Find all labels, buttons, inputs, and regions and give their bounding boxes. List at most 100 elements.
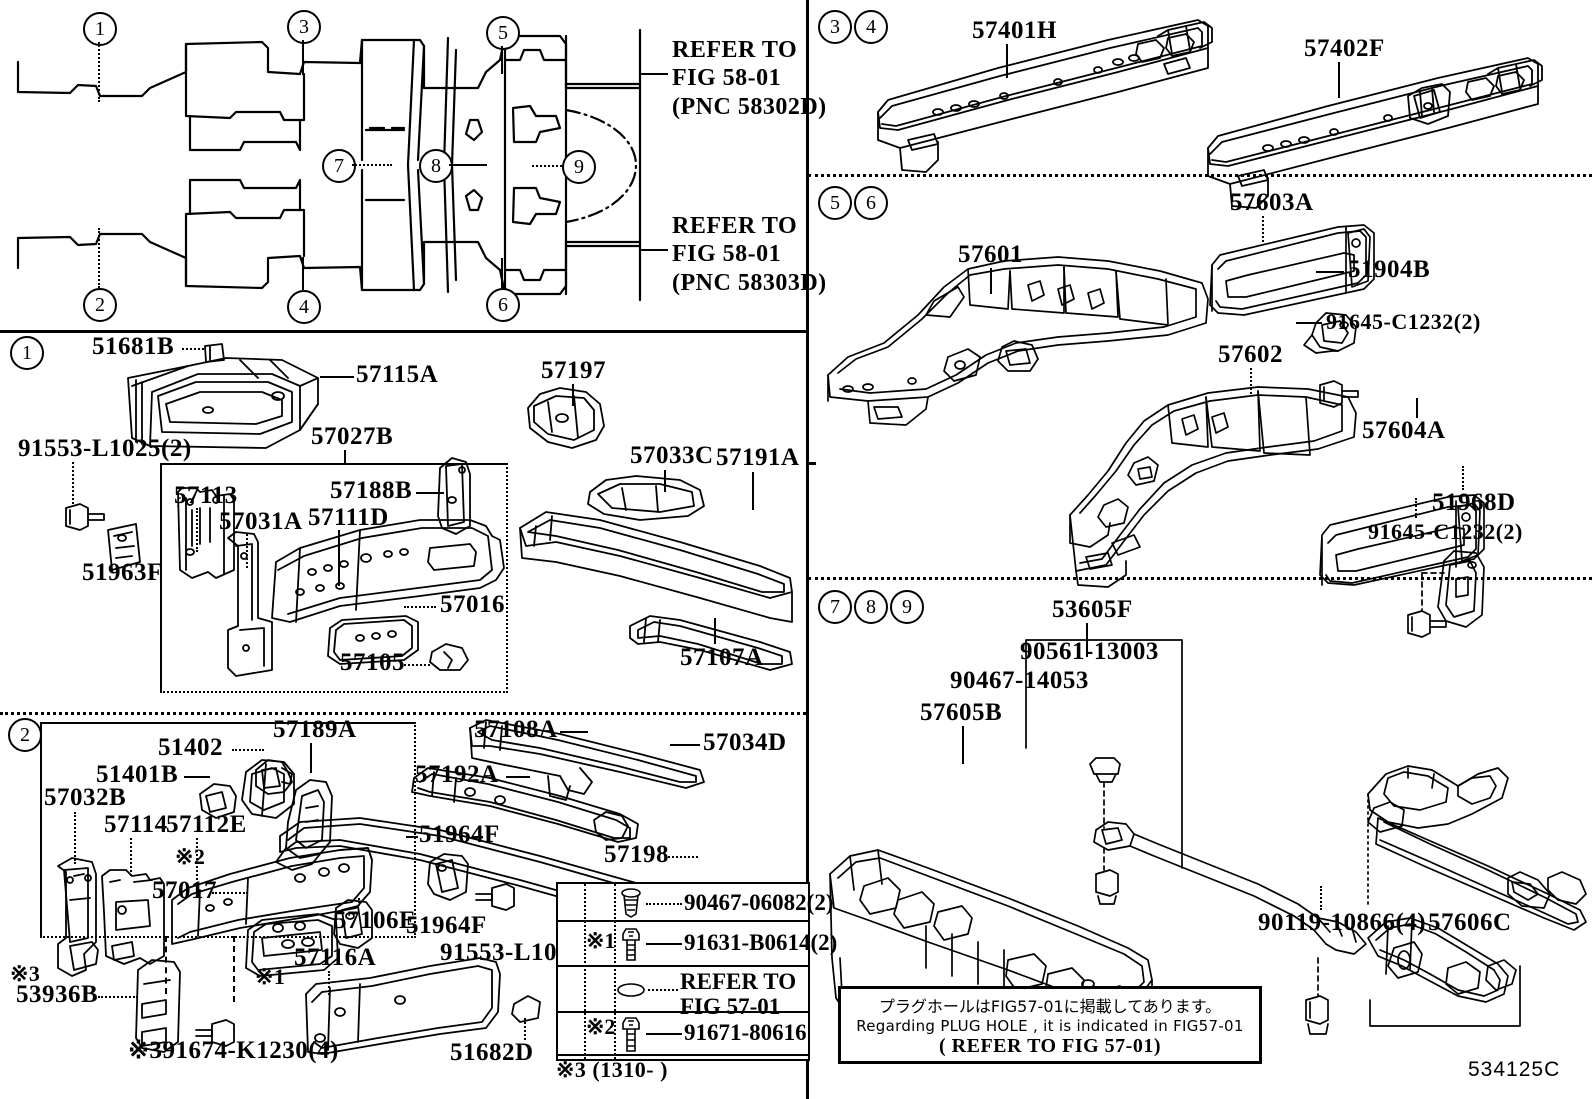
- panel1-callout[interactable]: 1: [10, 336, 44, 370]
- label-57031A: 57031A: [219, 508, 303, 535]
- overview-callout-8[interactable]: 8: [419, 149, 453, 183]
- plug-icon: [617, 983, 645, 997]
- leader-91553a: [72, 462, 74, 504]
- label-57112E: 57112E: [166, 811, 247, 838]
- leader-57106e: [358, 898, 360, 906]
- leader-57604a: [1416, 398, 1418, 418]
- leader-57116a: [328, 971, 330, 995]
- leader-57198: [668, 856, 698, 858]
- leader-57114: [130, 838, 132, 876]
- leader-57027b: [344, 450, 346, 464]
- label-57188B: 57188B: [330, 477, 413, 504]
- dash-57114-link: [165, 936, 167, 994]
- label-57115A: 57115A: [356, 361, 439, 388]
- right-divider-1: [808, 174, 1592, 177]
- mark-3-a: ※3: [10, 961, 41, 986]
- label-57016: 57016: [440, 591, 505, 618]
- label-51964F: 51964F: [406, 912, 487, 939]
- panel789-callout-8[interactable]: 8: [854, 590, 888, 624]
- dash-57112e-link: [233, 936, 235, 1002]
- label-57402F: 57402F: [1304, 35, 1385, 62]
- mark-1: ※1: [255, 964, 286, 989]
- panel34-callout-4[interactable]: 4: [854, 10, 888, 44]
- leader-51968d: [1462, 466, 1464, 490]
- label-57114: 57114: [104, 811, 168, 838]
- leader-57197: [572, 384, 574, 406]
- label-57116A: 57116A: [294, 944, 377, 971]
- leader-57017: [212, 892, 248, 894]
- label-51402: 51402: [158, 734, 223, 761]
- overview-callout-3[interactable]: 3: [287, 10, 321, 44]
- bolt-icon-2: [622, 1017, 640, 1052]
- panel56-callout-6[interactable]: 6: [854, 186, 888, 220]
- leader-90119: [1320, 886, 1322, 910]
- label-57111D: 57111D: [308, 504, 389, 531]
- label-57605B: 57605B: [920, 699, 1003, 726]
- leader-57112e: [196, 838, 198, 880]
- right-divider-2: [808, 577, 1592, 580]
- leader-57113: [196, 508, 198, 552]
- legend-leader-1: [646, 903, 682, 905]
- leader-57401h: [1006, 44, 1008, 78]
- refer-note-top: REFER TO FIG 58-01 (PNC 58302D): [672, 36, 827, 121]
- mark-3-b: ※3: [128, 1037, 163, 1064]
- legend-text-4: 91671-80616: [684, 1020, 807, 1045]
- label-57107A: 57107A: [680, 644, 764, 671]
- overview-callout-2[interactable]: 2: [83, 288, 117, 322]
- leader-57032b: [74, 812, 76, 864]
- label-53605F: 53605F: [1052, 596, 1133, 623]
- overview-callout-6[interactable]: 6: [486, 288, 520, 322]
- label-91645-C1232-b: 91645-C1232(2): [1368, 519, 1523, 544]
- panel2-callout[interactable]: 2: [8, 718, 42, 752]
- leader-57028b: [406, 836, 418, 838]
- legend-row-3: REFER TO FIG 57-01: [558, 967, 808, 1019]
- leader-51402: [232, 749, 264, 751]
- screw-icon: [621, 888, 641, 918]
- label-57189A: 57189A: [273, 716, 357, 743]
- note-mark-3: ※3 (1310- ): [556, 1057, 668, 1082]
- panel789-callout-9[interactable]: 9: [890, 590, 924, 624]
- panel56-callout-5[interactable]: 5: [818, 186, 852, 220]
- leader-57402f: [1338, 62, 1340, 98]
- refer-top-line1: REFER TO: [672, 37, 798, 63]
- overview-callout-9[interactable]: 9: [562, 150, 596, 184]
- leader-57603a: [1262, 216, 1264, 242]
- leader-ov-8: [449, 164, 487, 166]
- legend-leader-4: [646, 1033, 682, 1035]
- label-91553-L1025: 91553-L1025(2): [18, 435, 192, 462]
- bolt-icon: [622, 928, 640, 961]
- label-57602: 57602: [1218, 341, 1283, 368]
- refer-note-bottom: REFER TO FIG 58-01 (PNC 58303D): [672, 212, 827, 297]
- note-english: Regarding PLUG HOLE , it is indicated in…: [856, 1016, 1244, 1035]
- label-57034D: 57034D: [703, 729, 787, 756]
- leader-ov-9: [532, 165, 562, 167]
- leader-57601: [990, 268, 992, 294]
- note-japanese: プラグホールはFIG57-01に掲載してあります。: [878, 996, 1222, 1016]
- label-57028B: 51964F: [419, 821, 500, 848]
- legend-text-3-l2: FIG 57-01: [680, 994, 781, 1020]
- leader-ov-7: [352, 164, 392, 166]
- leader-57016: [404, 606, 436, 608]
- label-51682D: 51682D: [450, 1039, 534, 1066]
- label-57401H: 57401H: [972, 17, 1057, 44]
- leader-51681b: [182, 348, 204, 350]
- leader-91645a: [1296, 322, 1322, 324]
- label-57032B: 57032B: [44, 784, 127, 811]
- panel789-callout-7[interactable]: 7: [818, 590, 852, 624]
- panel34-callout-3[interactable]: 3: [818, 10, 852, 44]
- leader-51401b: [184, 776, 210, 778]
- overview-callout-1[interactable]: 1: [83, 12, 117, 46]
- overview-callout-4[interactable]: 4: [287, 290, 321, 324]
- leader-ov-1: [98, 42, 100, 102]
- label-91645-C1232-a: 91645-C1232(2): [1326, 309, 1481, 334]
- leader-57031a: [246, 534, 248, 568]
- left-divider-1: [0, 330, 806, 333]
- label-90561-13003: 90561-13003: [1020, 638, 1159, 665]
- legend-leader-2: [646, 943, 682, 945]
- group-box-57028b: [40, 722, 416, 938]
- overview-callout-7[interactable]: 7: [322, 149, 356, 183]
- label-57113: 57113: [174, 482, 238, 509]
- leader-57107a: [714, 618, 716, 644]
- overview-callout-5[interactable]: 5: [486, 16, 520, 50]
- plug-hole-note-box: プラグホールはFIG57-01に掲載してあります。 Regarding PLUG…: [838, 986, 1262, 1064]
